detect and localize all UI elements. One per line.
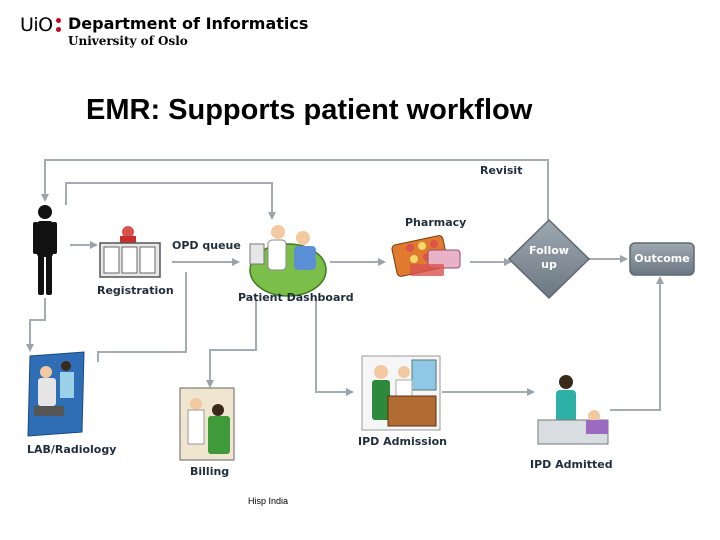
patient-dashboard-icon bbox=[249, 225, 327, 297]
footer-credit: Hisp India bbox=[248, 496, 289, 506]
university-name: University of Oslo bbox=[68, 34, 188, 48]
outcome-box bbox=[629, 242, 695, 276]
ipd-admitted-icon bbox=[537, 375, 609, 445]
uio-logo-text: UiO bbox=[20, 14, 53, 36]
connector-lines bbox=[26, 159, 664, 411]
patient-dashboard-label: Patient Dashboard bbox=[238, 291, 354, 304]
ipd-admission-label: IPD Admission bbox=[358, 435, 447, 448]
outcome-label: Outcome bbox=[634, 252, 690, 265]
person-to-lab-arrow bbox=[26, 298, 46, 352]
lab-loop-line bbox=[97, 272, 187, 362]
slide-title: EMR: Supports patient workflow bbox=[86, 94, 533, 126]
uio-logo-dots bbox=[56, 18, 62, 34]
ipd-admission-icon bbox=[361, 355, 441, 431]
top-to-dashboard-arrow bbox=[65, 182, 276, 220]
admitted-to-outcome-arrow bbox=[610, 276, 664, 411]
dashboard-to-billing-arrow bbox=[206, 300, 257, 388]
registration-desk-icon bbox=[99, 226, 161, 278]
department-name: Department of Informatics bbox=[68, 14, 309, 33]
registration-label: Registration bbox=[97, 284, 174, 297]
lab-radiology-label: LAB/Radiology bbox=[27, 443, 117, 456]
follow-up-diamond bbox=[507, 218, 591, 300]
follow-up-label: Follow up bbox=[529, 244, 569, 271]
opd-queue-label: OPD queue bbox=[172, 239, 241, 252]
lab-radiology-icon bbox=[27, 351, 85, 437]
dashboard-to-ipd-arrow bbox=[315, 300, 354, 396]
pharmacy-label: Pharmacy bbox=[405, 216, 467, 229]
revisit-label: Revisit bbox=[480, 164, 523, 177]
pharmacy-icon bbox=[391, 235, 461, 277]
billing-icon bbox=[179, 387, 235, 461]
patient-silhouette-icon bbox=[33, 205, 57, 295]
revisit-arrow bbox=[41, 159, 549, 220]
billing-label: Billing bbox=[190, 465, 230, 478]
ipd-admitted-label: IPD Admitted bbox=[530, 458, 613, 471]
